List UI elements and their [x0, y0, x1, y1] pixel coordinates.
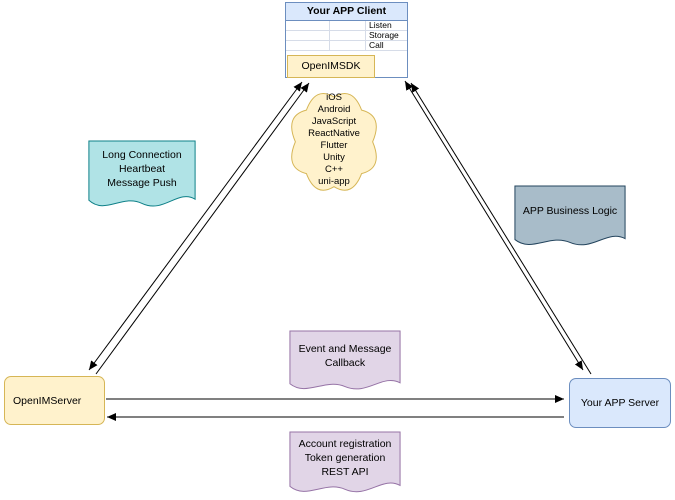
- platform-item-unity: Unity: [323, 152, 345, 163]
- client-row-label-listen: Listen: [369, 20, 392, 30]
- client-row: Call: [286, 41, 407, 51]
- tape-shape: [290, 331, 400, 389]
- cloud-shape: [292, 94, 377, 191]
- client-cell: [330, 31, 366, 40]
- note-shape-svg: [289, 330, 401, 396]
- tape-shape: [89, 141, 195, 206]
- note-event-message-callback-text: Event and Message Callback: [298, 342, 392, 369]
- arrow-openimserver-to-sdk: [95, 82, 310, 375]
- platform-item-uniapp: uni-app: [318, 176, 350, 187]
- note-event-message-callback: Event and Message Callback: [289, 330, 401, 396]
- note-shape-svg: [514, 185, 626, 252]
- note-app-business-logic-text: APP Business Logic: [522, 205, 618, 218]
- note-shape-svg: [88, 140, 196, 214]
- your-app-server-label: Your APP Server: [580, 397, 660, 409]
- platform-item-ios: iOS: [326, 92, 342, 103]
- platform-item-flutter: Flutter: [320, 140, 348, 151]
- note-long-connection: Long Connection Heartbeat Message Push: [88, 140, 196, 214]
- openimserver-box: OpenIMServer: [4, 376, 105, 425]
- your-app-client-box: Your APP Client Listen Storage Call Open…: [285, 2, 408, 78]
- platform-item-android: Android: [317, 104, 351, 115]
- note-account-registration: Account registration Token generation RE…: [289, 431, 401, 499]
- note-app-business-logic: APP Business Logic: [514, 185, 626, 252]
- tape-shape: [515, 186, 625, 245]
- platforms-cloud: iOS Android JavaScript ReactNative Flutt…: [288, 84, 380, 196]
- tape-shape: [290, 432, 400, 492]
- platform-item-javascript: JavaScript: [311, 116, 357, 127]
- client-cell: [330, 21, 366, 30]
- cloud-shape-svg: [288, 84, 380, 196]
- openimserver-label: OpenIMServer: [13, 394, 82, 407]
- client-cell: [286, 41, 330, 50]
- client-row-label-storage: Storage: [369, 30, 399, 40]
- client-cell: [286, 21, 330, 30]
- client-row: Storage: [286, 31, 407, 41]
- arrow-sdk-to-openimserver: [88, 81, 303, 371]
- openimsdk-box: OpenIMSDK: [287, 55, 375, 78]
- your-app-server-box: Your APP Server: [569, 378, 671, 428]
- client-row: Listen: [286, 21, 407, 31]
- note-long-connection-text: Long Connection Heartbeat Message Push: [102, 148, 182, 189]
- note-shape-svg: [289, 431, 401, 499]
- note-account-registration-text: Account registration Token generation RE…: [298, 437, 392, 478]
- platform-item-reactnative: ReactNative: [308, 128, 360, 139]
- platform-list: iOS Android JavaScript ReactNative Flutt…: [288, 84, 380, 196]
- client-cell: [330, 41, 366, 50]
- platform-item-cpp: C++: [325, 164, 343, 175]
- your-app-client-title: Your APP Client: [286, 3, 407, 21]
- client-cell: [286, 31, 330, 40]
- client-row-label-call: Call: [369, 40, 384, 50]
